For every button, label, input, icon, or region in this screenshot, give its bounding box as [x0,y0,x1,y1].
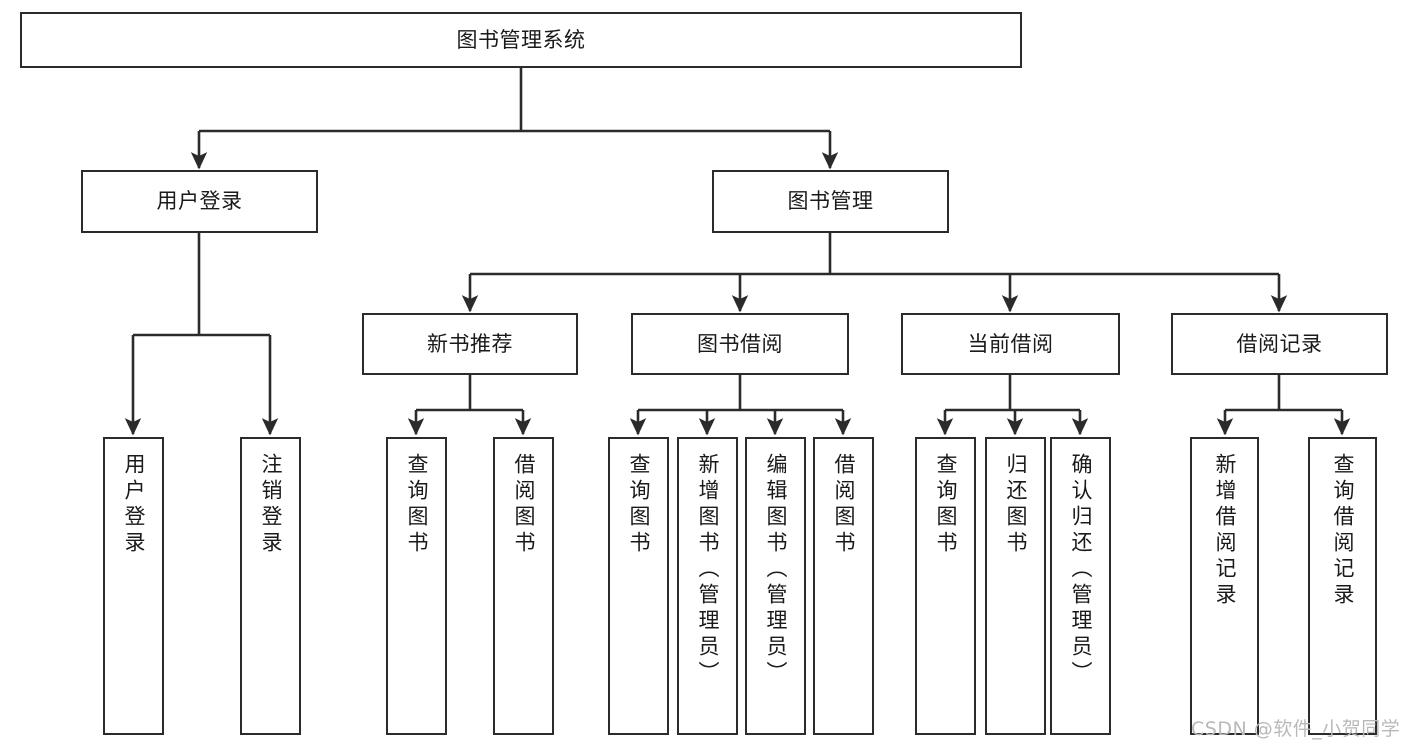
node-book-manage[interactable]: 图书管理 [712,170,949,233]
node-leaf-query-record-label: 查询借阅记录 [1331,453,1355,609]
node-leaf-borrow-book-2[interactable]: 借阅图书 [813,437,874,735]
node-leaf-add-book[interactable]: 新增图书（管理员） [677,437,738,735]
node-leaf-query-book-3-label: 查询图书 [934,453,958,557]
node-new-book-recommend[interactable]: 新书推荐 [362,313,578,375]
node-root-label: 图书管理系统 [456,27,586,52]
node-new-book-recommend-label: 新书推荐 [427,331,513,356]
node-leaf-query-book-2[interactable]: 查询图书 [608,437,669,735]
node-leaf-user-login[interactable]: 用户登录 [103,437,164,735]
node-leaf-confirm-return-label: 确认归还（管理员） [1069,453,1093,687]
node-borrow-record-label: 借阅记录 [1236,331,1323,356]
node-borrow-record[interactable]: 借阅记录 [1171,313,1388,375]
node-leaf-confirm-return[interactable]: 确认归还（管理员） [1050,437,1111,735]
node-leaf-query-book-1-label: 查询图书 [405,453,429,557]
node-leaf-return-book[interactable]: 归还图书 [985,437,1046,735]
node-leaf-query-book-3[interactable]: 查询图书 [915,437,976,735]
node-current-borrow-label: 当前借阅 [967,331,1054,356]
node-leaf-edit-book[interactable]: 编辑图书（管理员） [745,437,806,735]
node-leaf-edit-book-label: 编辑图书（管理员） [764,453,788,687]
node-user-login-label: 用户登录 [156,189,243,214]
node-book-borrow-label: 图书借阅 [697,331,783,356]
node-leaf-borrow-book-1[interactable]: 借阅图书 [493,437,554,735]
node-leaf-user-login-label: 用户登录 [122,453,146,557]
node-leaf-add-record[interactable]: 新增借阅记录 [1190,437,1259,735]
node-leaf-add-book-label: 新增图书（管理员） [696,453,720,687]
node-leaf-user-logout[interactable]: 注销登录 [240,437,301,735]
node-leaf-borrow-book-1-label: 借阅图书 [512,453,536,557]
node-current-borrow[interactable]: 当前借阅 [901,313,1120,375]
node-leaf-user-logout-label: 注销登录 [259,453,283,557]
node-leaf-borrow-book-2-label: 借阅图书 [832,453,856,557]
node-leaf-add-record-label: 新增借阅记录 [1213,453,1237,609]
node-leaf-query-book-1[interactable]: 查询图书 [386,437,447,735]
node-user-login[interactable]: 用户登录 [81,170,318,233]
node-book-manage-label: 图书管理 [787,189,874,214]
watermark: CSDN @软件_小贺同学 [1191,718,1401,740]
node-book-borrow[interactable]: 图书借阅 [631,313,849,375]
node-leaf-return-book-label: 归还图书 [1004,453,1028,557]
node-leaf-query-book-2-label: 查询图书 [627,453,651,557]
node-root[interactable]: 图书管理系统 [20,12,1022,68]
node-leaf-query-record[interactable]: 查询借阅记录 [1308,437,1377,735]
